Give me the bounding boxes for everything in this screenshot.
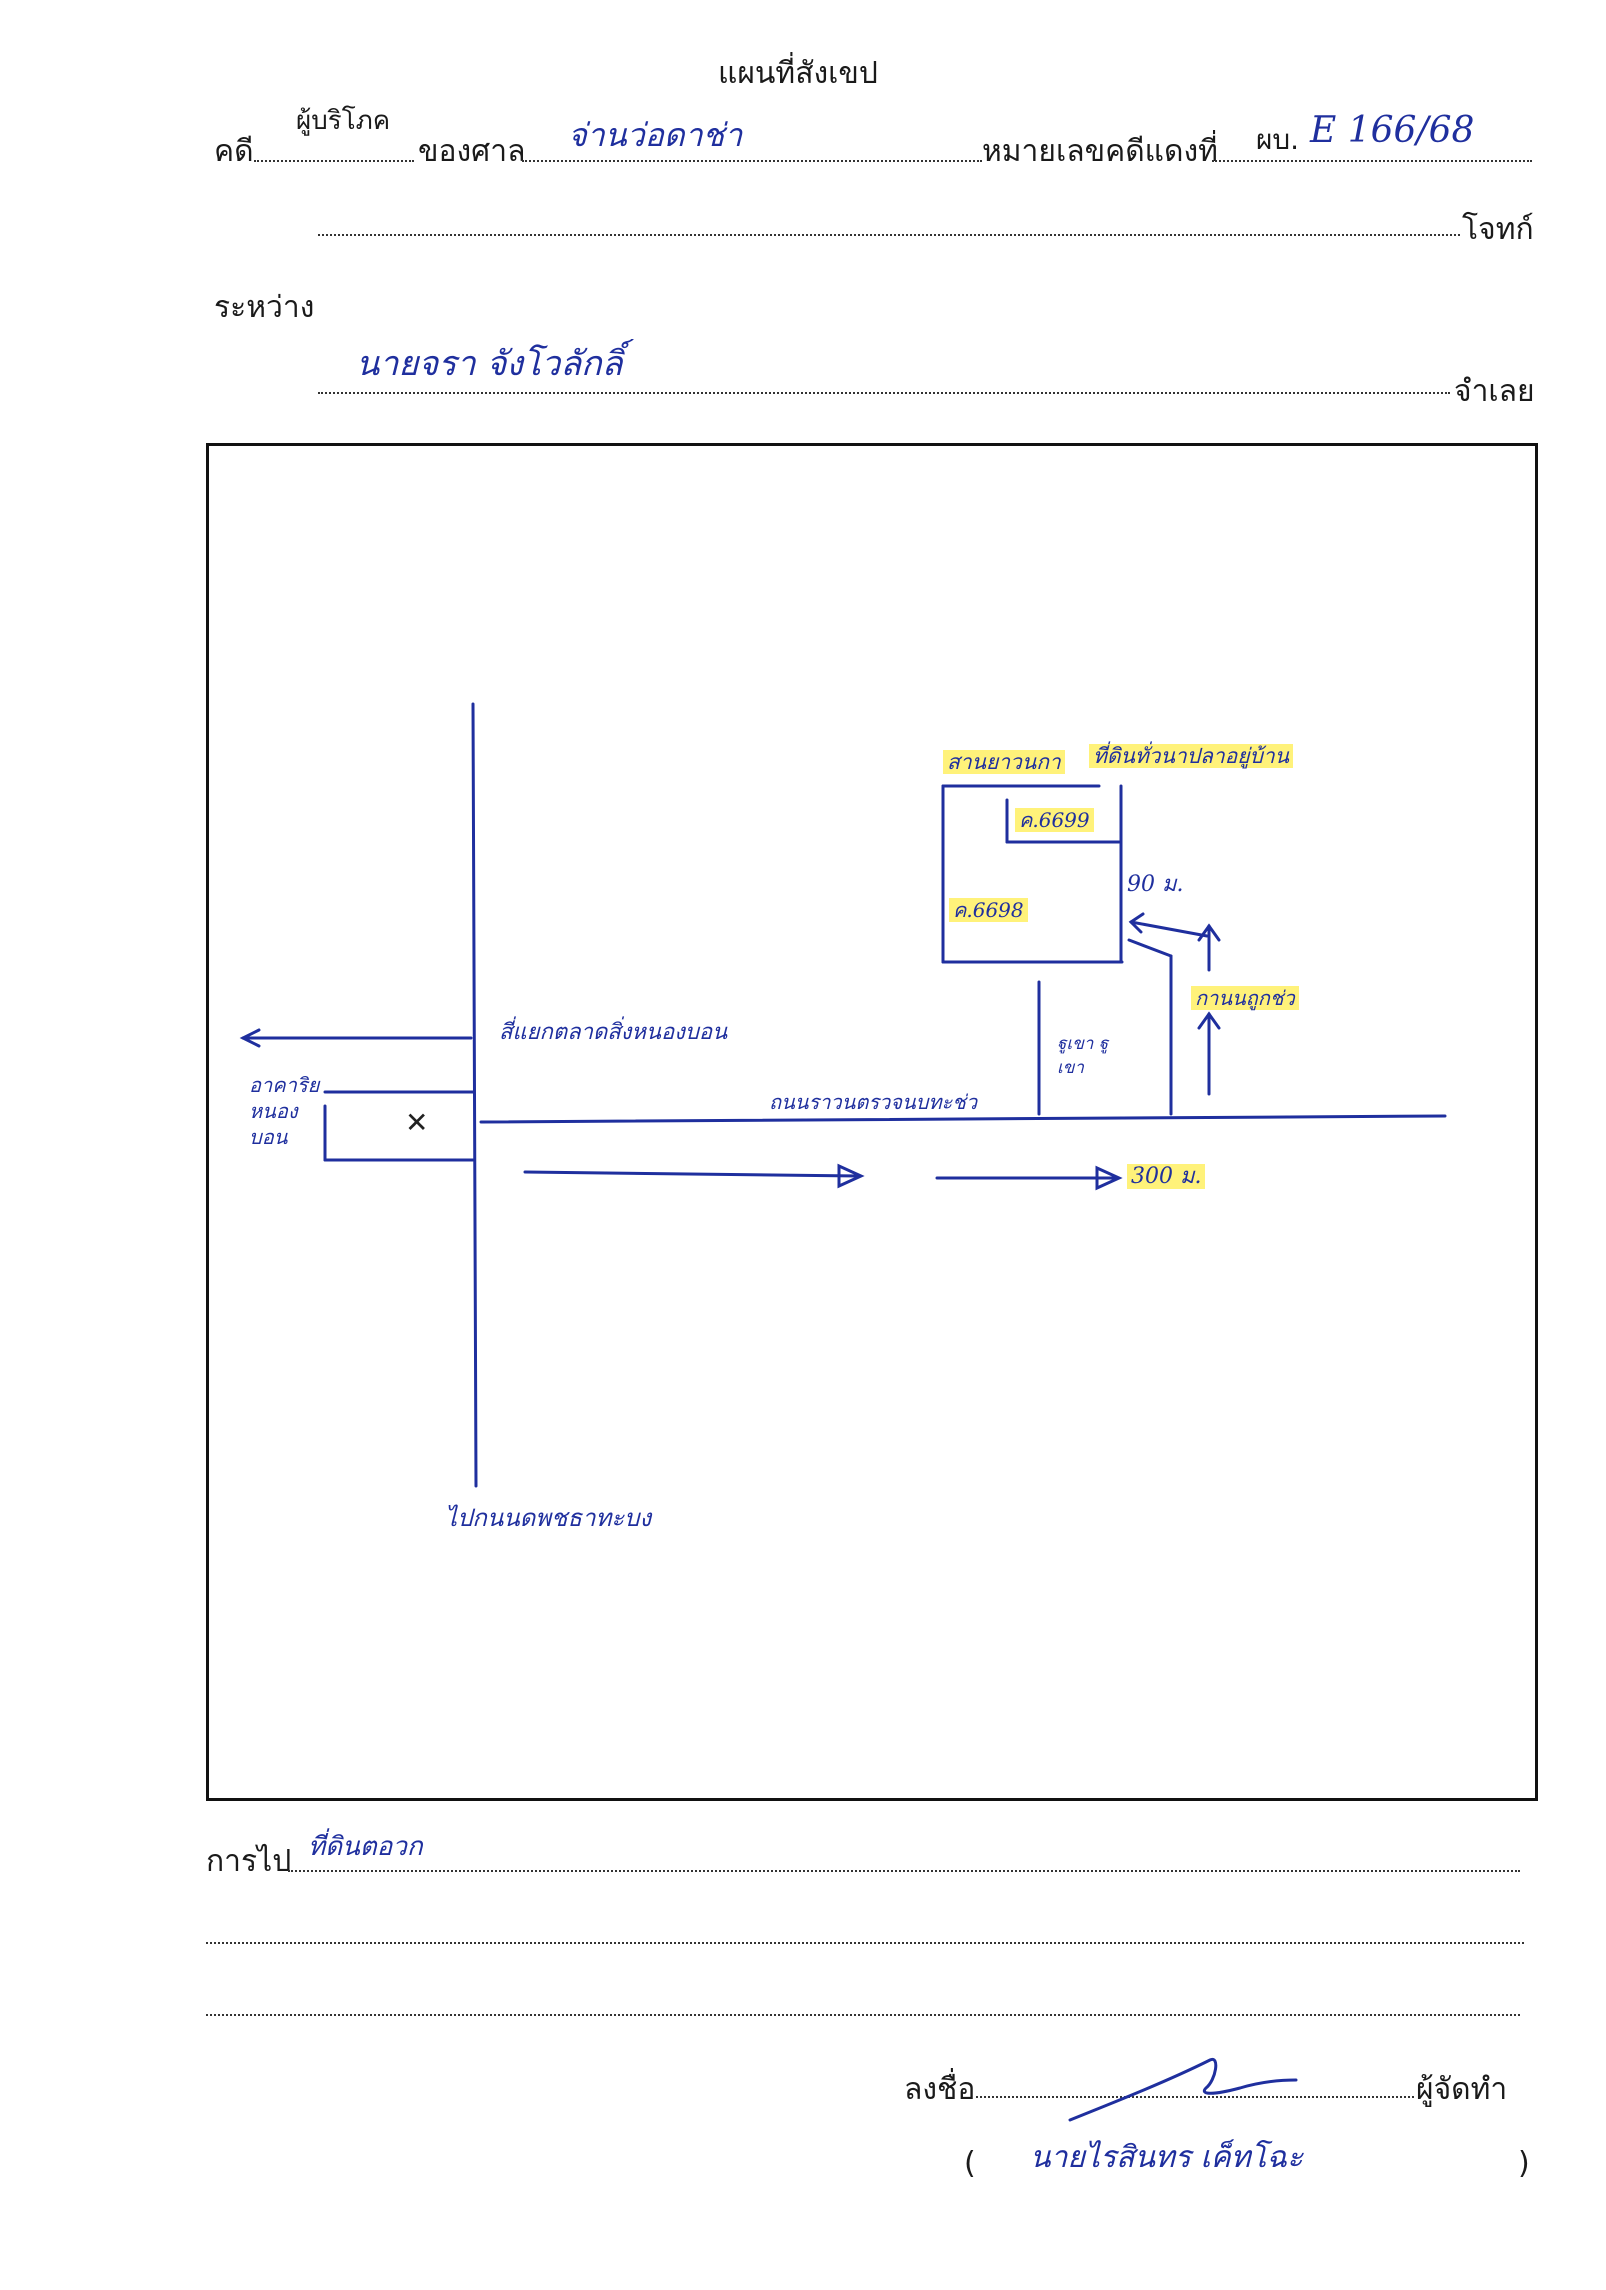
access-road-top — [1127, 938, 1173, 958]
sign-label: ลงชื่อ — [904, 2072, 976, 2107]
court-dotline — [522, 160, 982, 162]
case-label: คดี — [214, 134, 254, 169]
maker-label: ผู้จัดทำ — [1416, 2072, 1508, 2107]
office-label-text: สานยาวนกา — [943, 750, 1065, 774]
direction-arrow-1-head — [837, 1163, 865, 1189]
route-label: การไป — [206, 1844, 292, 1879]
between-label: ระหว่าง — [214, 290, 315, 325]
case-number-dotline — [1212, 160, 1532, 162]
plaintiff-dotline — [318, 234, 1460, 236]
court-label: ของศาล — [418, 134, 526, 169]
plaintiff-label: โจทก์ — [1462, 212, 1534, 247]
case-number-prefix: ผบ. — [1256, 123, 1300, 156]
page-title: แผนที่สังเขป — [718, 56, 878, 91]
maker-name: นายไรสินทร เค็ทโฉะ — [1030, 2140, 1304, 2175]
defendant-name-value: นายจรา จังโวลักลิ์ — [356, 344, 623, 384]
main-horizontal-road — [479, 1114, 1447, 1124]
parcel-a-label: ค.6699 — [1015, 804, 1094, 836]
parcel-b-label-text: ค.6698 — [949, 898, 1028, 922]
sketch-map — [239, 702, 1447, 1488]
case-number-label: หมายเลขคดีแดงที่ — [982, 134, 1218, 169]
x-mark: ✕ — [405, 1106, 429, 1139]
distance-short-label: 90 ม. — [1127, 872, 1184, 897]
paren-open: ( — [964, 2146, 976, 2181]
north-arrow-2-head — [1197, 923, 1221, 942]
defendant-label: จำเลย — [1454, 374, 1535, 409]
distance-long-label-text: 300 ม. — [1127, 1164, 1206, 1189]
north-arrow-1-head — [1197, 1011, 1221, 1030]
distance-long-label: 300 ม. — [1127, 1158, 1206, 1193]
distance-arrow-90 — [1129, 920, 1209, 938]
direction-arrow-1 — [523, 1170, 861, 1178]
parcel-b-label: ค.6698 — [949, 894, 1028, 926]
signature-mark — [1068, 2057, 1298, 2122]
court-name-value: จ่านว่อดาช่า — [568, 116, 743, 154]
route-dotline-1 — [288, 1870, 1520, 1872]
road-label: ถนนราวนตรวจนบทะช่ว — [769, 1090, 978, 1114]
shop-label: อาคาริย หนองบอน — [249, 1073, 320, 1149]
side-road-label: กานนถูกช่ว — [1191, 982, 1299, 1014]
sign-dotline — [976, 2096, 1414, 2098]
parcel-owner-label-text: ที่ดินทั่วนาปลาอยู่บ้าน — [1089, 744, 1294, 768]
down-road-label: ไปกนนดพชธาทะบง — [445, 1504, 652, 1532]
distance-arrow-90-head — [1128, 912, 1145, 934]
west-arrow-head — [239, 1028, 261, 1048]
case-type-value: ผู้บริโภค — [296, 106, 391, 136]
side-road-label-text: กานนถูกช่ว — [1191, 986, 1299, 1010]
parcel-a-label-text: ค.6699 — [1015, 808, 1094, 832]
intersection-label: สี่แยกตลาดสิ่งหนองบอน — [499, 1020, 728, 1045]
office-label: สานยาวนกา — [943, 746, 1065, 779]
direction-arrow-2-head — [1095, 1165, 1123, 1191]
case-type-dotline — [254, 160, 414, 162]
route-dotline-2 — [206, 1942, 1524, 1944]
paren-close: ) — [1518, 2146, 1530, 2181]
route-value: ที่ดินตอวก — [308, 1832, 423, 1862]
case-number-value: E 166/68 — [1310, 110, 1475, 151]
small-road-label: ฐูเขา ฐูเขา — [1057, 1034, 1109, 1078]
defendant-dotline — [318, 392, 1450, 394]
parcel-owner-label: ที่ดินทั่วนาปลาอยู่บ้าน — [1089, 740, 1294, 773]
sketch-map-frame: อาคาริย หนองบอน ✕ สี่แยกตลาดสิ่งหนองบอน … — [206, 443, 1538, 1801]
main-vertical-road — [471, 702, 478, 1488]
route-dotline-3 — [206, 2014, 1520, 2016]
